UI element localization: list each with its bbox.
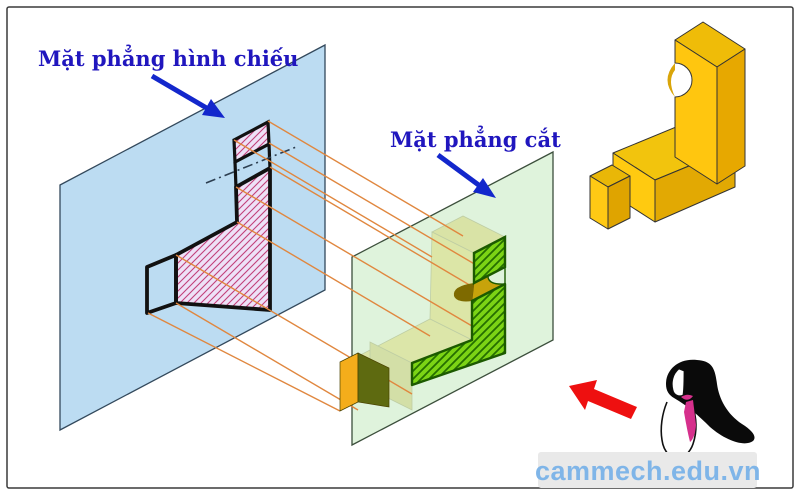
figure-hair [666, 359, 755, 444]
section-gap-right-edge [267, 143, 272, 170]
observer-figure-icon [660, 359, 755, 456]
cut-face-main [410, 282, 507, 387]
watermark-text: cammech.edu.vn [535, 456, 761, 486]
projection-plane-label: Mặt phẳng hình chiếu [38, 44, 298, 71]
watermark-bg [538, 452, 757, 488]
callout-cutting-plane: Mặt phẳng cắt [390, 125, 561, 198]
ref-boss-right-face [607, 175, 631, 230]
projection-rays [147, 120, 506, 412]
tab-front-face [357, 352, 390, 408]
section-gap-left-edge [233, 161, 238, 189]
cutting-plane-label: Mặt phẳng cắt [390, 125, 561, 152]
cut-part-section-faces [410, 235, 507, 387]
reference-part [589, 21, 746, 230]
figure-scarf-knot [681, 394, 693, 400]
section-view-drawing [145, 119, 297, 315]
red-view-direction-arrow-icon [569, 380, 637, 419]
tab-left-face [339, 352, 359, 412]
ref-column-right-face [716, 48, 746, 185]
hole-centerline [205, 146, 297, 184]
callout-projection-plane: Mặt phẳng hình chiếu [38, 44, 298, 118]
cut-part-front-tab [339, 352, 390, 412]
ref-column-front-face [674, 39, 718, 185]
callout-arrow-head [473, 178, 496, 198]
figure-scarf [684, 400, 696, 442]
cut-face-top [472, 235, 507, 285]
notch-shadow [453, 283, 474, 302]
callout-arrow-shaft [150, 73, 212, 113]
callout-arrow-head [202, 99, 225, 118]
callout-arrow-shaft [436, 152, 482, 189]
watermark: cammech.edu.vn [535, 452, 761, 488]
ref-notch-surface [667, 63, 675, 97]
figure-face [671, 368, 685, 397]
